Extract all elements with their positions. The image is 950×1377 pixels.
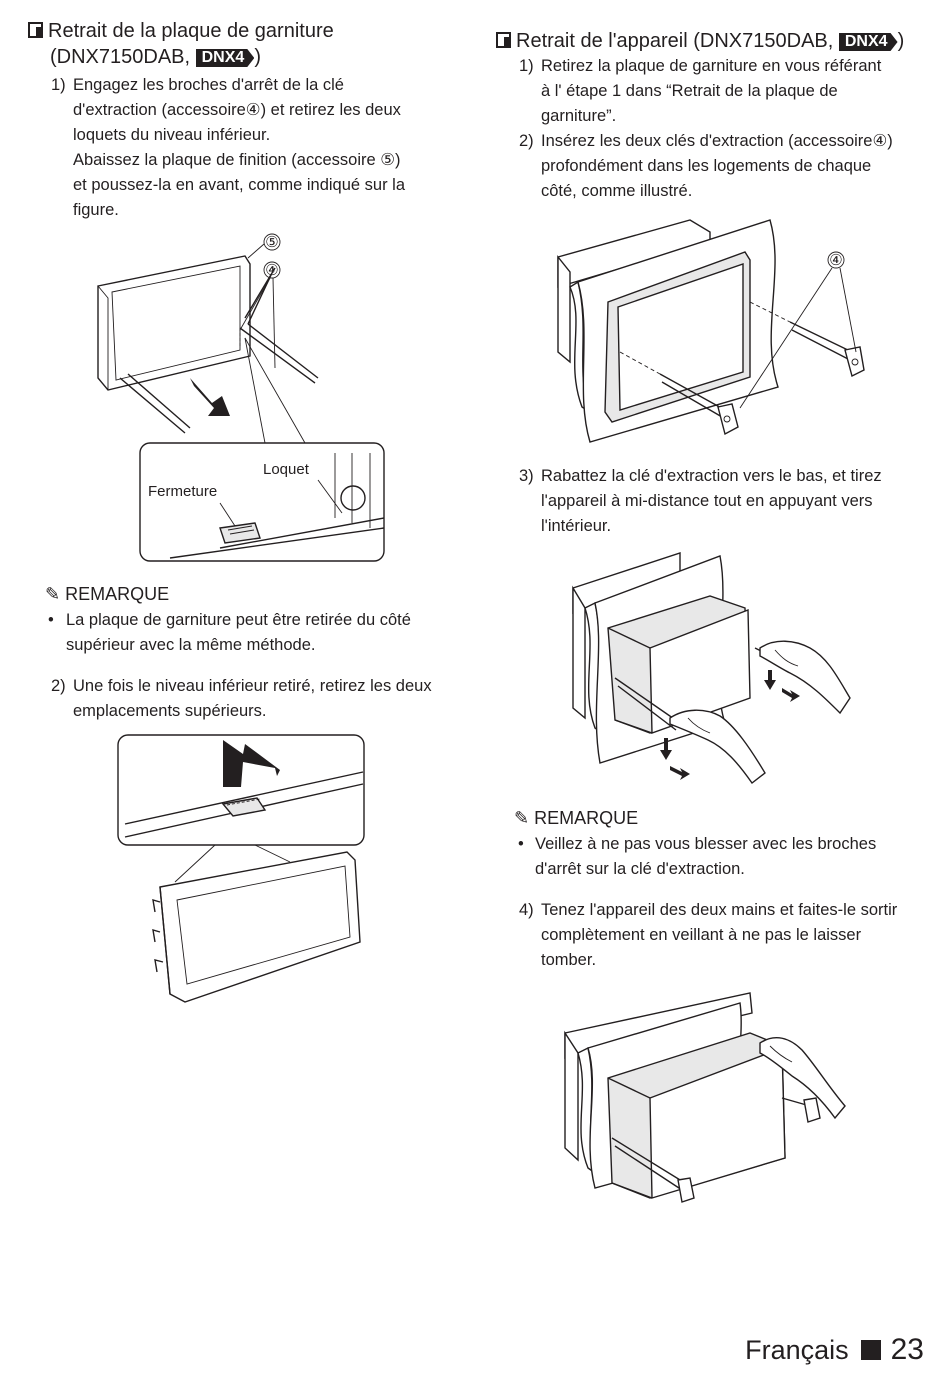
- step-line: à l' étape 1 dans “Retrait de la plaque …: [541, 82, 838, 100]
- label-loquet: Loquet: [263, 461, 310, 478]
- pencil-icon: ✎: [514, 808, 530, 828]
- pencil-icon: ✎: [45, 584, 61, 604]
- right-note-heading: ✎ REMARQUE: [514, 806, 638, 830]
- step-line: emplacements supérieurs.: [73, 702, 267, 720]
- callout-4: ④: [829, 252, 842, 269]
- note-heading-text: REMARQUE: [65, 584, 170, 604]
- right-note-body: • Veillez à ne pas vous blesser avec les…: [518, 832, 938, 882]
- left-step-2: 2) Une fois le niveau inférieur retiré, …: [51, 674, 471, 726]
- right-step-2: 2) Insérez les deux clés d'extraction (a…: [519, 129, 929, 205]
- step-line: Rabattez la clé d'extraction vers le bas…: [541, 467, 882, 485]
- step-number: 1): [519, 57, 534, 75]
- right-step-3: 3) Rabattez la clé d'extraction vers le …: [519, 464, 929, 540]
- right-title-suffix: ): [897, 30, 905, 52]
- right-step-1: 1) Retirez la plaque de garniture en vou…: [519, 54, 929, 130]
- step-line: Retirez la plaque de garniture en vous r…: [541, 57, 882, 75]
- step-line: Tenez l'appareil des deux mains et faite…: [541, 901, 898, 919]
- figure-insert-extraction-keys: ④: [557, 219, 865, 443]
- figure-remove-unit-completely: [564, 992, 846, 1203]
- note-line: Veillez à ne pas vous blesser avec les b…: [535, 835, 877, 853]
- step-line: Une fois le niveau inférieur retiré, ret…: [73, 677, 432, 695]
- page-footer: Français 23: [745, 1333, 924, 1367]
- callout-5: ⑤: [265, 234, 278, 251]
- step-line: Abaissez la plaque de finition (accessoi…: [73, 151, 401, 169]
- figure-pull-unit-halfway: [572, 552, 851, 785]
- dnx4-badge: DNX4: [195, 49, 255, 67]
- step-line: Engagez les broches d'arrêt de la clé: [73, 76, 344, 94]
- bullet: •: [518, 835, 524, 853]
- step-line: garniture”.: [541, 107, 617, 125]
- step-line: figure.: [73, 201, 119, 219]
- right-title-prefix: Retrait de l'appareil (DNX7150DAB,: [516, 30, 839, 52]
- step-line: d'extraction (accessoire④) et retirez le…: [73, 101, 401, 119]
- section-marker-icon: [28, 22, 43, 38]
- dnx4-badge: DNX4: [838, 33, 898, 51]
- step-number: 2): [51, 677, 66, 695]
- note-line: d'arrêt sur la clé d'extraction.: [535, 860, 745, 878]
- left-title-line1: Retrait de la plaque de garniture: [48, 20, 334, 42]
- footer-language: Français: [745, 1335, 849, 1365]
- step-line: complètement en veillant à ne pas le lai…: [541, 926, 862, 944]
- left-section-title: Retrait de la plaque de garniture (DNX71…: [28, 18, 458, 70]
- bullet: •: [48, 611, 54, 629]
- step-line: côté, comme illustré.: [541, 182, 693, 200]
- left-step-1: 1) Engagez les broches d'arrêt de la clé…: [51, 73, 451, 225]
- note-line: supérieur avec la même méthode.: [66, 636, 316, 654]
- step-number: 2): [519, 132, 534, 150]
- left-title-prefix: (DNX7150DAB,: [50, 46, 196, 68]
- step-line: et poussez-la en avant, comme indiqué su…: [73, 176, 406, 194]
- step-line: loquets du niveau inférieur.: [73, 126, 271, 144]
- figure-trim-plate-removal: ⑤ ④ Loquet Fermeture: [97, 233, 385, 562]
- step-line: profondément dans les logements de chaqu…: [541, 157, 872, 175]
- callout-4: ④: [265, 262, 278, 279]
- step-line: l'intérieur.: [541, 517, 612, 535]
- note-line: La plaque de garniture peut être retirée…: [66, 611, 411, 629]
- right-step-4: 4) Tenez l'appareil des deux mains et fa…: [519, 898, 939, 974]
- step-number: 1): [51, 76, 66, 94]
- left-note-heading: ✎ REMARQUE: [45, 582, 169, 606]
- step-line: l'appareil à mi-distance tout en appuyan…: [541, 492, 873, 510]
- step-number: 3): [519, 467, 534, 485]
- right-section-title: Retrait de l'appareil (DNX7150DAB, DNX4): [496, 28, 936, 54]
- step-line: tomber.: [541, 951, 597, 969]
- label-fermeture: Fermeture: [148, 483, 217, 500]
- section-marker-icon: [496, 32, 511, 48]
- page-number: 23: [890, 1333, 924, 1366]
- figure-upper-latch-removal: [117, 734, 365, 1003]
- left-note-body: • La plaque de garniture peut être retir…: [48, 608, 468, 658]
- step-line: Insérez les deux clés d'extraction (acce…: [541, 132, 893, 150]
- step-number: 4): [519, 901, 534, 919]
- note-heading-text: REMARQUE: [534, 808, 639, 828]
- footer-square-icon: [860, 1340, 881, 1360]
- left-title-suffix: ): [254, 46, 261, 68]
